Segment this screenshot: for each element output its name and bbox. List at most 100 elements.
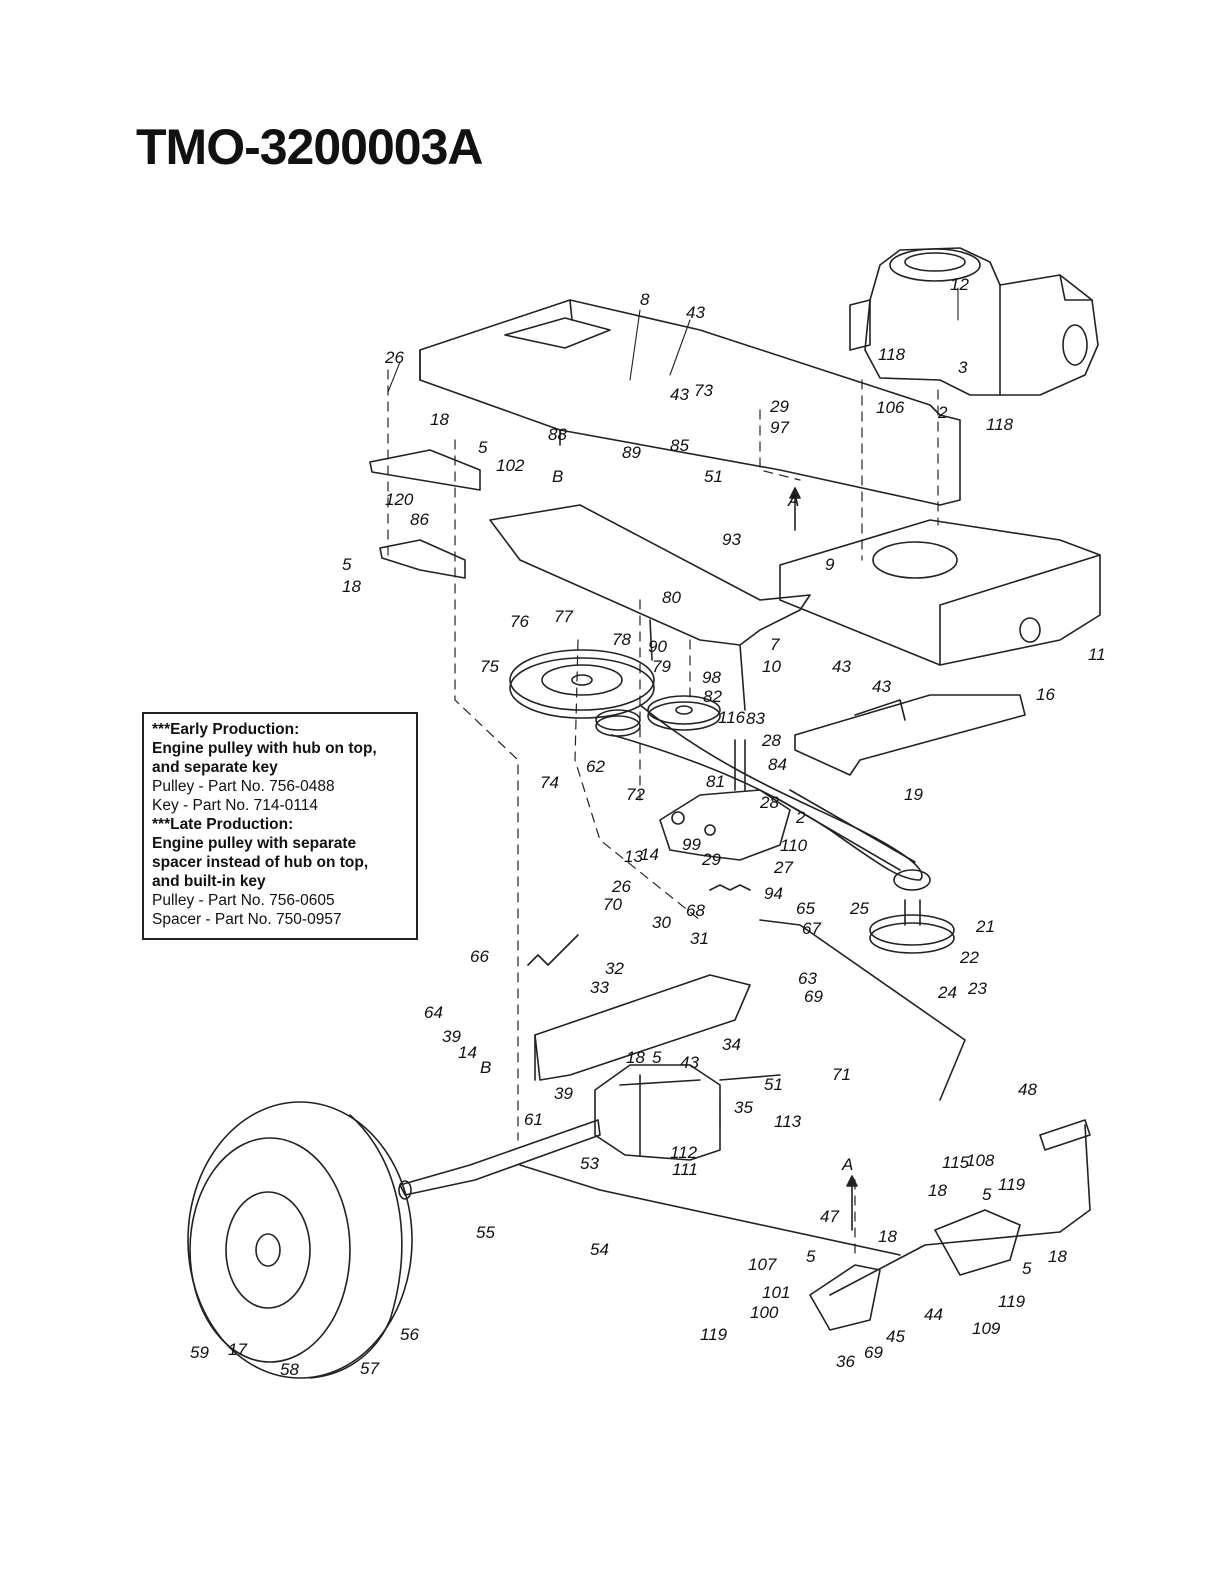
callout-label: 18 bbox=[928, 1181, 947, 1200]
callout-label: 77 bbox=[554, 607, 573, 626]
note-line: Spacer - Part No. 750-0957 bbox=[152, 911, 342, 928]
callout-label: 84 bbox=[768, 755, 787, 774]
callout-label: 27 bbox=[773, 858, 793, 877]
callout-label: 65 bbox=[796, 899, 815, 918]
callout-label: 24 bbox=[937, 983, 957, 1002]
callout-label: 43 bbox=[686, 303, 705, 322]
callout-label: 68 bbox=[686, 901, 705, 920]
callout-label: 14 bbox=[458, 1043, 477, 1062]
note-line: Pulley - Part No. 756-0605 bbox=[152, 892, 335, 909]
callout-label: 110 bbox=[780, 836, 808, 855]
callout-label: 22 bbox=[959, 948, 979, 967]
note-line: Key - Part No. 714-0114 bbox=[152, 797, 318, 814]
frame-body bbox=[419, 299, 961, 506]
shift-lever bbox=[829, 1119, 1091, 1296]
callout-label: B bbox=[480, 1058, 491, 1077]
callout-label: 23 bbox=[967, 979, 987, 998]
callout-label: 11 bbox=[1088, 645, 1106, 664]
transaxle bbox=[594, 1064, 721, 1161]
callout-label: 118 bbox=[986, 415, 1014, 434]
pulley-75 bbox=[509, 649, 655, 719]
callout-label: 70 bbox=[603, 895, 622, 914]
callout-label: 97 bbox=[770, 418, 789, 437]
callout-label: 107 bbox=[748, 1255, 777, 1274]
callout-label: 48 bbox=[1018, 1080, 1037, 1099]
callout-label: 53 bbox=[580, 1154, 599, 1173]
leader-lines bbox=[387, 287, 959, 881]
callout-label: 43 bbox=[872, 677, 891, 696]
callout-label: 119 bbox=[998, 1175, 1026, 1194]
callout-label: 29 bbox=[769, 397, 789, 416]
callout-label: 90 bbox=[648, 637, 667, 656]
callout-label: 120 bbox=[385, 490, 414, 509]
callout-label: 100 bbox=[750, 1303, 779, 1322]
engine bbox=[849, 247, 1099, 396]
note-line: ***Late Production: bbox=[152, 816, 294, 833]
callout-label: 18 bbox=[430, 410, 449, 429]
callout-label: 10 bbox=[762, 657, 781, 676]
callout-label: 17 bbox=[228, 1340, 247, 1359]
callout-label: 36 bbox=[836, 1352, 855, 1371]
callout-label: B bbox=[552, 467, 563, 486]
callout-label: 59 bbox=[190, 1343, 209, 1362]
callout-label: 51 bbox=[764, 1075, 783, 1094]
pulley-21 bbox=[869, 869, 955, 954]
callout-label: 18 bbox=[626, 1048, 645, 1067]
callout-label: 19 bbox=[904, 785, 923, 804]
callout-label: 69 bbox=[804, 987, 823, 1006]
cable-54 bbox=[519, 1164, 601, 1191]
diagram-title: TMO-3200003A bbox=[136, 119, 483, 175]
callout-label: 85 bbox=[670, 436, 689, 455]
callout-label: 78 bbox=[612, 630, 631, 649]
callout-label: 28 bbox=[759, 793, 779, 812]
callout-label: 62 bbox=[586, 757, 605, 776]
belt-25 bbox=[779, 789, 916, 871]
callout-label: 43 bbox=[832, 657, 851, 676]
callout-label: 5 bbox=[478, 438, 488, 457]
callout-label: 76 bbox=[510, 612, 529, 631]
callout-label: 9 bbox=[825, 555, 835, 574]
callout-label: 67 bbox=[802, 919, 821, 938]
callout-label: 26 bbox=[611, 877, 631, 896]
callout-label: 102 bbox=[496, 456, 525, 475]
callout-label: 119 bbox=[998, 1292, 1026, 1311]
callout-label: 116 bbox=[718, 708, 746, 727]
spring-66 bbox=[527, 934, 579, 966]
callout-label: 32 bbox=[605, 959, 624, 978]
callout-label: 118 bbox=[878, 345, 906, 364]
note-lines: ***Early Production:Engine pulley with h… bbox=[152, 720, 408, 929]
note-line: spacer instead of hub on top, bbox=[152, 854, 369, 871]
pulley-82 bbox=[647, 695, 721, 731]
callout-label: 43 bbox=[680, 1053, 699, 1072]
callout-label: 56 bbox=[400, 1325, 419, 1344]
callout-label: 5 bbox=[806, 1247, 816, 1266]
arrow-a-lower bbox=[846, 1175, 858, 1231]
rear-wheel bbox=[187, 1101, 413, 1379]
callout-label: 94 bbox=[764, 884, 783, 903]
callout-label: 80 bbox=[662, 588, 681, 607]
callout-label: 8 bbox=[640, 290, 650, 309]
callout-label: 71 bbox=[832, 1065, 851, 1084]
note-line: Engine pulley with hub on top, bbox=[152, 740, 377, 757]
transaxle-support bbox=[534, 974, 751, 1081]
callout-label: 112 bbox=[670, 1143, 698, 1162]
note-line: and separate key bbox=[152, 759, 278, 776]
callout-label: 44 bbox=[924, 1305, 943, 1324]
callout-label: 86 bbox=[410, 510, 429, 529]
idler-bracket bbox=[659, 739, 791, 861]
callout-label: 75 bbox=[480, 657, 499, 676]
callout-label: 21 bbox=[975, 917, 995, 936]
callout-label: 34 bbox=[722, 1035, 741, 1054]
callout-label: 30 bbox=[652, 913, 671, 932]
callout-label: 108 bbox=[966, 1151, 995, 1170]
callout-label: 64 bbox=[424, 1003, 443, 1022]
callout-label: 28 bbox=[761, 731, 781, 750]
pedal-brackets bbox=[809, 1209, 1021, 1331]
callout-label: 82 bbox=[703, 687, 722, 706]
guide-lines bbox=[387, 369, 939, 1261]
callout-label: 119 bbox=[700, 1325, 728, 1344]
callout-label: 93 bbox=[722, 530, 741, 549]
callout-label: 54 bbox=[590, 1240, 609, 1259]
callout-label: 115 bbox=[942, 1153, 970, 1172]
callout-label: 14 bbox=[640, 845, 659, 864]
